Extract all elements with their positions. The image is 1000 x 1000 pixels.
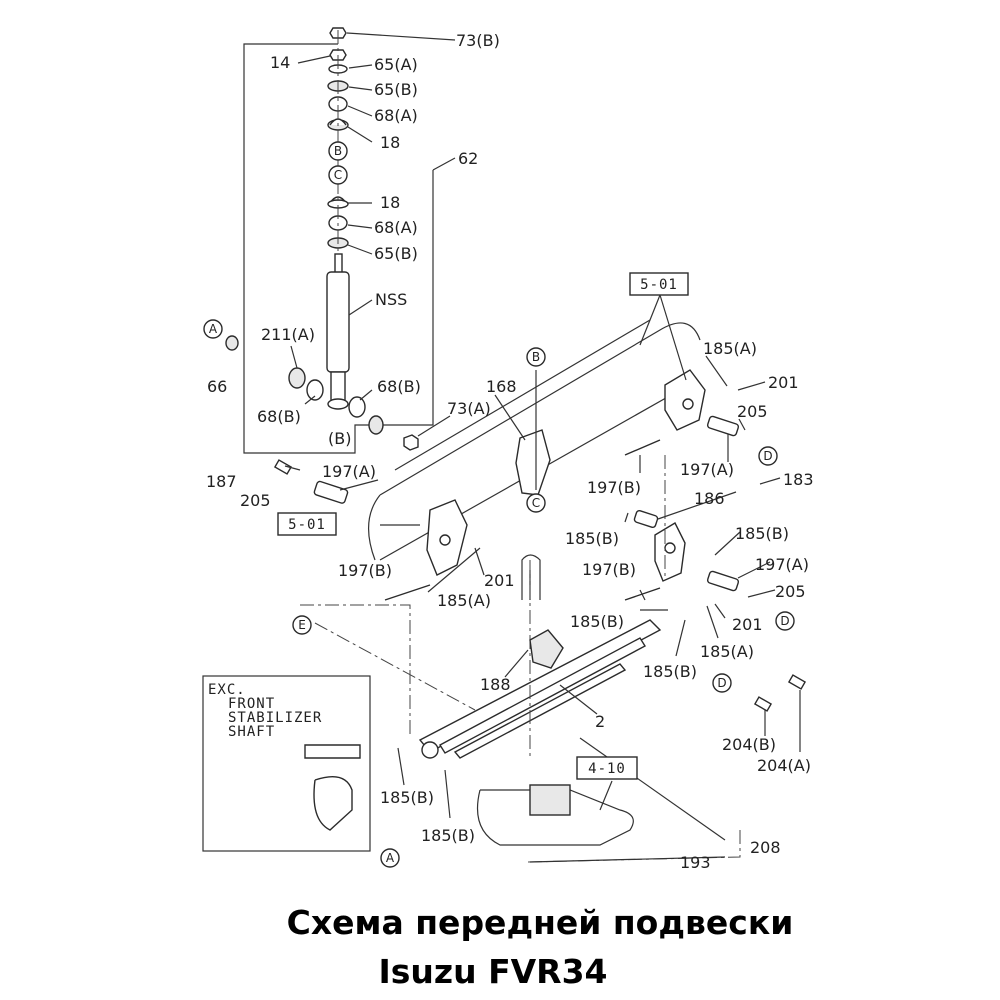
- label-197b-3: 197(B): [582, 560, 636, 579]
- label-65b-2: 65(B): [374, 244, 418, 263]
- part-labels: 73(B) 14 65(A) 65(B) 68(A) 18 62 18 68(A…: [206, 31, 814, 872]
- label-14: 14: [270, 53, 290, 72]
- label-168: 168: [486, 377, 517, 396]
- label-66: 66: [207, 377, 227, 396]
- callout-c-1: C: [328, 165, 348, 185]
- label-185a-1: 185(A): [703, 339, 757, 358]
- svg-text:C: C: [532, 496, 540, 510]
- label-186: 186: [694, 489, 725, 508]
- svg-text:E: E: [298, 618, 306, 632]
- label-187: 187: [206, 472, 237, 491]
- svg-text:STABILIZER: STABILIZER: [228, 710, 322, 726]
- label-185b-1: 185(B): [565, 529, 619, 548]
- bracket-168: [515, 429, 551, 496]
- label-204b: 204(B): [722, 735, 776, 754]
- svg-text:FRONT: FRONT: [228, 696, 275, 712]
- exc-note-box: [202, 675, 371, 852]
- callout-d-1: D: [758, 446, 778, 466]
- caption-line-1: Схема передней подвески: [287, 903, 794, 942]
- callout-e-1: E: [292, 615, 312, 635]
- front-axle: [476, 789, 634, 846]
- label-73a: 73(A): [447, 399, 491, 418]
- shock-mount-parts: [327, 27, 349, 249]
- label-68b-right: 68(B): [377, 377, 421, 396]
- label-197a-1: 197(A): [680, 460, 734, 479]
- label-193: 193: [680, 853, 711, 872]
- callout-a-2: A: [380, 848, 400, 868]
- label-62: 62: [458, 149, 478, 168]
- caption-line-2: Isuzu FVR34: [378, 952, 607, 991]
- callout-b-2: B: [526, 347, 546, 367]
- label-65b-1: 65(B): [374, 80, 418, 99]
- label-65a: 65(A): [374, 55, 418, 74]
- svg-text:D: D: [717, 676, 726, 690]
- label-201-2: 201: [484, 571, 515, 590]
- svg-text:EXC.: EXC.: [208, 682, 246, 698]
- label-211a: 211(A): [261, 325, 315, 344]
- label-2: 2: [595, 712, 605, 731]
- label-204a: 204(A): [757, 756, 811, 775]
- label-185a-2: 185(A): [437, 591, 491, 610]
- leader-lines: [284, 55, 801, 863]
- label-205-2: 205: [240, 491, 271, 510]
- label-73b-top: 73(B): [456, 31, 500, 50]
- label-197b-1: 197(B): [587, 478, 641, 497]
- label-197a-3: 197(A): [755, 555, 809, 574]
- label-201-3: 201: [732, 615, 763, 634]
- svg-text:D: D: [763, 449, 772, 463]
- spacer-188: [529, 629, 564, 669]
- label-183: 183: [783, 470, 814, 489]
- label-185b-4: 185(B): [643, 662, 697, 681]
- group-bracket-62: [243, 43, 434, 454]
- label-205-3: 205: [775, 582, 806, 601]
- label-nss: NSS: [375, 290, 407, 309]
- ref-box-5-01-left-text: 5-01: [288, 517, 326, 533]
- shock-absorber: [326, 253, 350, 410]
- callout-a-1: A: [203, 319, 223, 339]
- label-197b-2: 197(B): [338, 561, 392, 580]
- callout-b-1: B: [328, 141, 348, 161]
- exc-note-text: EXC. FRONT STABILIZER SHAFT: [208, 682, 322, 740]
- svg-text:A: A: [386, 851, 395, 865]
- label-208: 208: [750, 838, 781, 857]
- label-185b-5: 185(B): [380, 788, 434, 807]
- lower-bushing-parts: [225, 335, 419, 451]
- label-68b-left: 68(B): [257, 407, 301, 426]
- label-188: 188: [480, 675, 511, 694]
- label-68a-1: 68(A): [374, 106, 418, 125]
- callout-c-2: C: [526, 493, 546, 513]
- label-18-2: 18: [380, 193, 400, 212]
- label-185b-6: 185(B): [421, 826, 475, 845]
- label-185b-2: 185(B): [735, 524, 789, 543]
- ref-box-5-01-top[interactable]: 5-01: [629, 272, 689, 296]
- label-68a-2: 68(A): [374, 218, 418, 237]
- u-bolt: [521, 554, 541, 600]
- grease-fittings: [273, 459, 807, 712]
- label-18-1: 18: [380, 133, 400, 152]
- svg-text:C: C: [334, 168, 342, 182]
- label-197a-2: 197(A): [322, 462, 376, 481]
- ref-box-4-10-text: 4-10: [588, 761, 626, 777]
- leaf-spring: [418, 619, 662, 759]
- spring-pins: [313, 415, 740, 601]
- svg-text:B: B: [334, 144, 342, 158]
- callout-d-2: D: [775, 611, 795, 631]
- label-201-1: 201: [768, 373, 799, 392]
- svg-text:SHAFT: SHAFT: [228, 724, 275, 740]
- ref-box-4-10[interactable]: 4-10: [576, 756, 638, 780]
- ref-box-5-01-top-text: 5-01: [640, 277, 678, 293]
- svg-text:B: B: [532, 350, 540, 364]
- callout-d-3: D: [712, 673, 732, 693]
- svg-text:A: A: [209, 322, 218, 336]
- label-205-1: 205: [737, 402, 768, 421]
- ref-box-5-01-left[interactable]: 5-01: [277, 512, 337, 536]
- label-185b-3: 185(B): [570, 612, 624, 631]
- svg-text:D: D: [780, 614, 789, 628]
- label-65b-partial: (B): [328, 429, 351, 448]
- label-185a-3: 185(A): [700, 642, 754, 661]
